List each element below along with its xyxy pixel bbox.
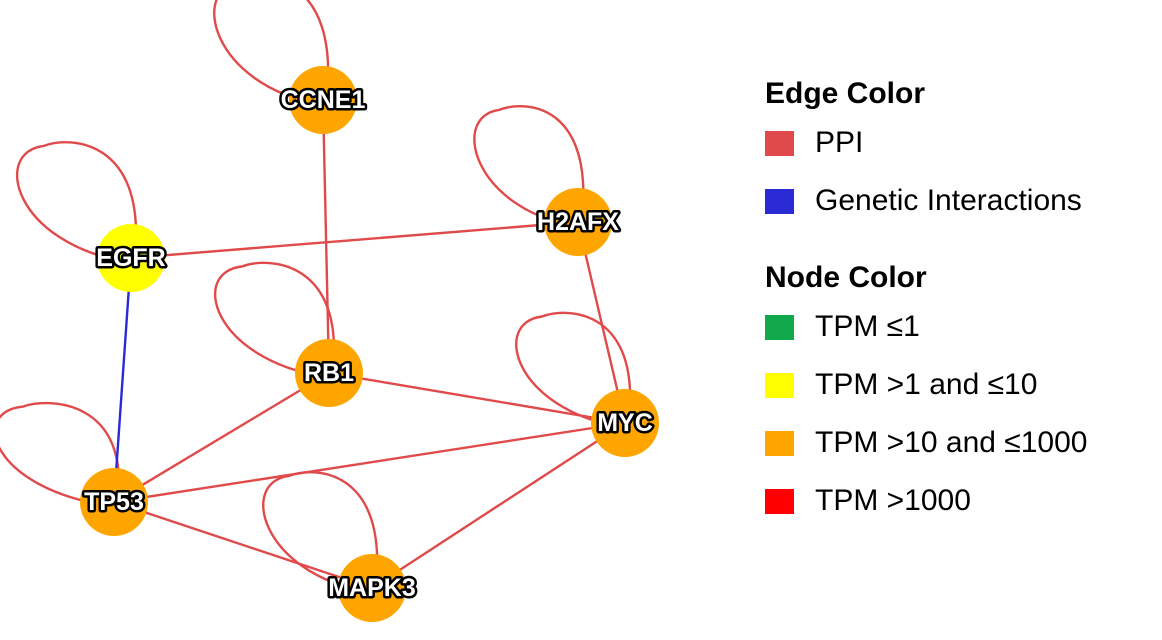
edges-layer bbox=[0, 0, 632, 594]
node-circle bbox=[97, 224, 165, 292]
legend-item-tpm-1-10: TPM >1 and ≤10 bbox=[765, 356, 1155, 414]
node-myc: MYC bbox=[591, 389, 659, 457]
node-circle bbox=[544, 188, 612, 256]
edge-rb1-myc bbox=[327, 371, 627, 425]
node-legend-title: Node Color bbox=[765, 261, 927, 294]
node-circle bbox=[591, 389, 659, 457]
self-loop-egfr bbox=[15, 140, 138, 264]
legend: Edge Color PPI Genetic Interactions Node… bbox=[765, 74, 1155, 530]
node-label: MAPK3 bbox=[328, 574, 416, 602]
self-loop-myc bbox=[515, 311, 632, 429]
node-mapk3: MAPK3 bbox=[326, 554, 418, 622]
tpm-10-1000-swatch bbox=[765, 430, 794, 456]
legend-item-tpm-gt-1000: TPM >1000 bbox=[765, 472, 1155, 530]
ppi-swatch bbox=[765, 130, 794, 156]
edge-color-legend: Edge Color PPI Genetic Interactions bbox=[765, 74, 1155, 230]
edge-mapk3-myc bbox=[370, 421, 627, 590]
legend-label: Genetic Interactions bbox=[815, 184, 1082, 217]
genetic-interactions-swatch bbox=[765, 188, 794, 214]
edge-egfr-tp53 bbox=[112, 256, 133, 504]
node-circle bbox=[289, 66, 357, 134]
edge-h2afx-myc bbox=[576, 220, 627, 425]
node-tp53: TP53 bbox=[80, 468, 148, 536]
legend-item-genetic-interactions: Genetic Interactions bbox=[765, 172, 1155, 230]
self-loop-h2afx bbox=[473, 104, 585, 228]
node-label: RB1 bbox=[304, 359, 354, 387]
node-label: EGFR bbox=[96, 244, 165, 272]
node-circle bbox=[295, 339, 363, 407]
node-color-legend: Node Color TPM ≤1 TPM >1 and ≤10 TPM >10… bbox=[765, 258, 1155, 530]
legend-label: TPM >1 and ≤10 bbox=[815, 368, 1038, 401]
legend-label: TPM >10 and ≤1000 bbox=[815, 426, 1088, 459]
legend-item-ppi: PPI bbox=[765, 114, 1155, 172]
node-egfr: EGFR bbox=[94, 224, 168, 292]
node-h2afx: H2AFX bbox=[535, 188, 622, 256]
legend-label: TPM ≤1 bbox=[815, 310, 920, 343]
edge-rb1-tp53 bbox=[112, 371, 331, 504]
tpm-le-1-swatch bbox=[765, 314, 794, 340]
edge-ccne1-rb1 bbox=[321, 98, 331, 375]
node-circle bbox=[338, 554, 406, 622]
edge-legend-title: Edge Color bbox=[765, 77, 926, 110]
node-rb1: RB1 bbox=[295, 339, 363, 407]
node-label: CCNE1 bbox=[281, 86, 366, 114]
self-loop-ccne1 bbox=[213, 0, 330, 106]
legend-item-tpm-le-1: TPM ≤1 bbox=[765, 298, 1155, 356]
node-label: H2AFX bbox=[537, 208, 619, 236]
node-label: MYC bbox=[597, 409, 653, 437]
edge-tp53-mapk3 bbox=[112, 500, 374, 590]
edge-tp53-myc bbox=[112, 421, 627, 504]
node-circle bbox=[80, 468, 148, 536]
legend-label: TPM >1000 bbox=[815, 484, 971, 517]
node-label: TP53 bbox=[84, 488, 144, 516]
tpm-1-10-swatch bbox=[765, 372, 794, 398]
self-loop-tp53 bbox=[0, 401, 121, 508]
legend-item-tpm-10-1000: TPM >10 and ≤1000 bbox=[765, 414, 1155, 472]
edge-egfr-h2afx bbox=[129, 220, 580, 260]
legend-label: PPI bbox=[815, 126, 864, 159]
node-ccne1: CCNE1 bbox=[278, 66, 368, 134]
self-loop-rb1 bbox=[213, 261, 336, 379]
tpm-gt-1000-swatch bbox=[765, 488, 794, 514]
